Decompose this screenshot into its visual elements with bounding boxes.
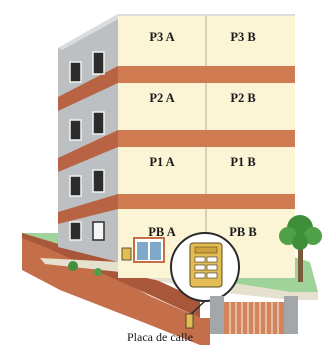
bush-icon (94, 268, 102, 276)
unit-label-p3a: P3 A (149, 30, 174, 44)
side-windows (69, 51, 105, 241)
window-icon (92, 111, 105, 135)
bush-icon (68, 261, 78, 271)
door-panel (137, 242, 148, 260)
gate-pillar-left (210, 296, 224, 334)
side-slab-2 (58, 130, 118, 172)
door-panel (150, 242, 161, 260)
wall-intercom-unit (121, 247, 132, 261)
side-slab-3 (58, 66, 118, 111)
unit-label-pbb: PB B (229, 225, 256, 239)
floor-slab-3 (118, 66, 295, 83)
gate-pillar-right (284, 296, 298, 334)
window-icon (92, 221, 105, 241)
unit-label-p1a: P1 A (149, 155, 174, 169)
floor-slab-2 (118, 130, 295, 147)
callout-line (189, 300, 206, 316)
callout-caption: Placa de calle (127, 330, 193, 344)
window-icon (92, 51, 105, 75)
unit-label-p2a: P2 A (149, 91, 174, 105)
side-slab-1 (58, 194, 118, 224)
front-wall (200, 318, 210, 345)
window-icon (69, 119, 82, 141)
window-icon (92, 169, 105, 193)
window-icon (69, 61, 82, 83)
tree-icon (279, 215, 322, 282)
unit-label-p2b: P2 B (230, 91, 255, 105)
floor-slab-1 (118, 194, 295, 209)
callout-panel-marker (185, 313, 194, 329)
retaining-wall-top (22, 233, 200, 318)
window-icon (69, 221, 82, 241)
unit-label-pba: PB A (148, 225, 175, 239)
window-icon (69, 175, 82, 197)
unit-label-p3b: P3 B (230, 30, 255, 44)
intercom-panel-icon (189, 242, 223, 288)
gate-icon (224, 302, 284, 334)
unit-label-p1b: P1 B (230, 155, 255, 169)
